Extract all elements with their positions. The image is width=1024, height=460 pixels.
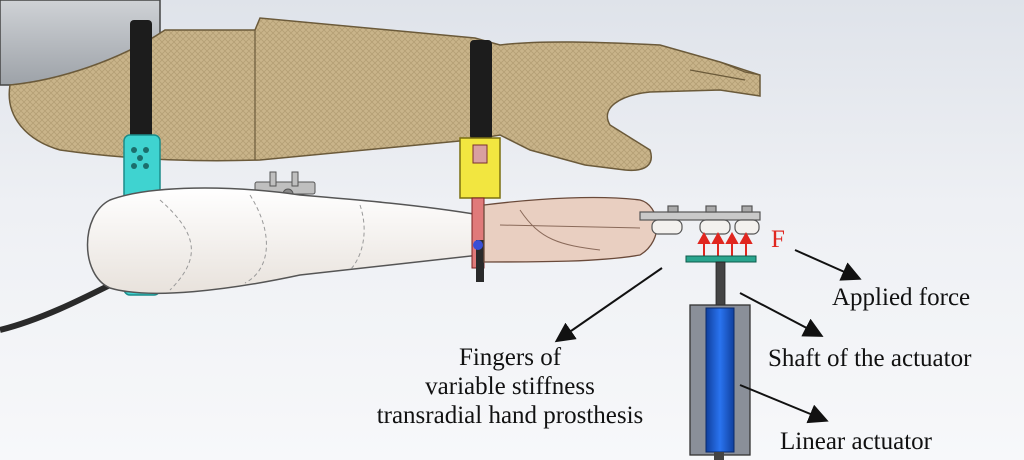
label-fingers: Fingers of variable stiffness transradia…: [350, 344, 670, 430]
leader-shaft: [739, 292, 824, 337]
force-arrows: [697, 231, 753, 256]
prosthetic-fingers: [483, 196, 658, 263]
label-linear-actuator: Linear actuator: [780, 428, 932, 455]
black-post: [476, 240, 484, 282]
label-shaft: Shaft of the actuator: [768, 345, 972, 372]
strap-left: [130, 20, 152, 140]
finger-link-rail: [639, 205, 761, 235]
prosthesis-contour-lines: [159, 194, 365, 291]
leader-applied-force: [794, 249, 862, 281]
hand-finger-lines: [689, 61, 761, 81]
prosthesis-body: [86, 187, 481, 295]
label-applied-force: Applied force: [832, 284, 971, 311]
label-fingers-line1: Fingers of: [458, 344, 562, 371]
pivot-joint: [473, 240, 483, 250]
socket-forearm: [8, 17, 761, 172]
load-plate: [685, 255, 757, 263]
yellow-connector-block: [459, 137, 501, 199]
force-symbol: F: [771, 226, 785, 253]
label-fingers-line2: variable stiffness: [425, 372, 595, 400]
label-fingers-line3: transradial hand prosthesis: [376, 401, 644, 429]
leader-linear-actuator: [739, 384, 829, 424]
linear-actuator: [689, 304, 751, 460]
power-cable: [0, 282, 112, 333]
finger-detail-lines: [499, 209, 641, 251]
leader-fingers: [554, 267, 663, 343]
strap-right: [470, 40, 492, 140]
actuator-shaft: [715, 261, 726, 311]
